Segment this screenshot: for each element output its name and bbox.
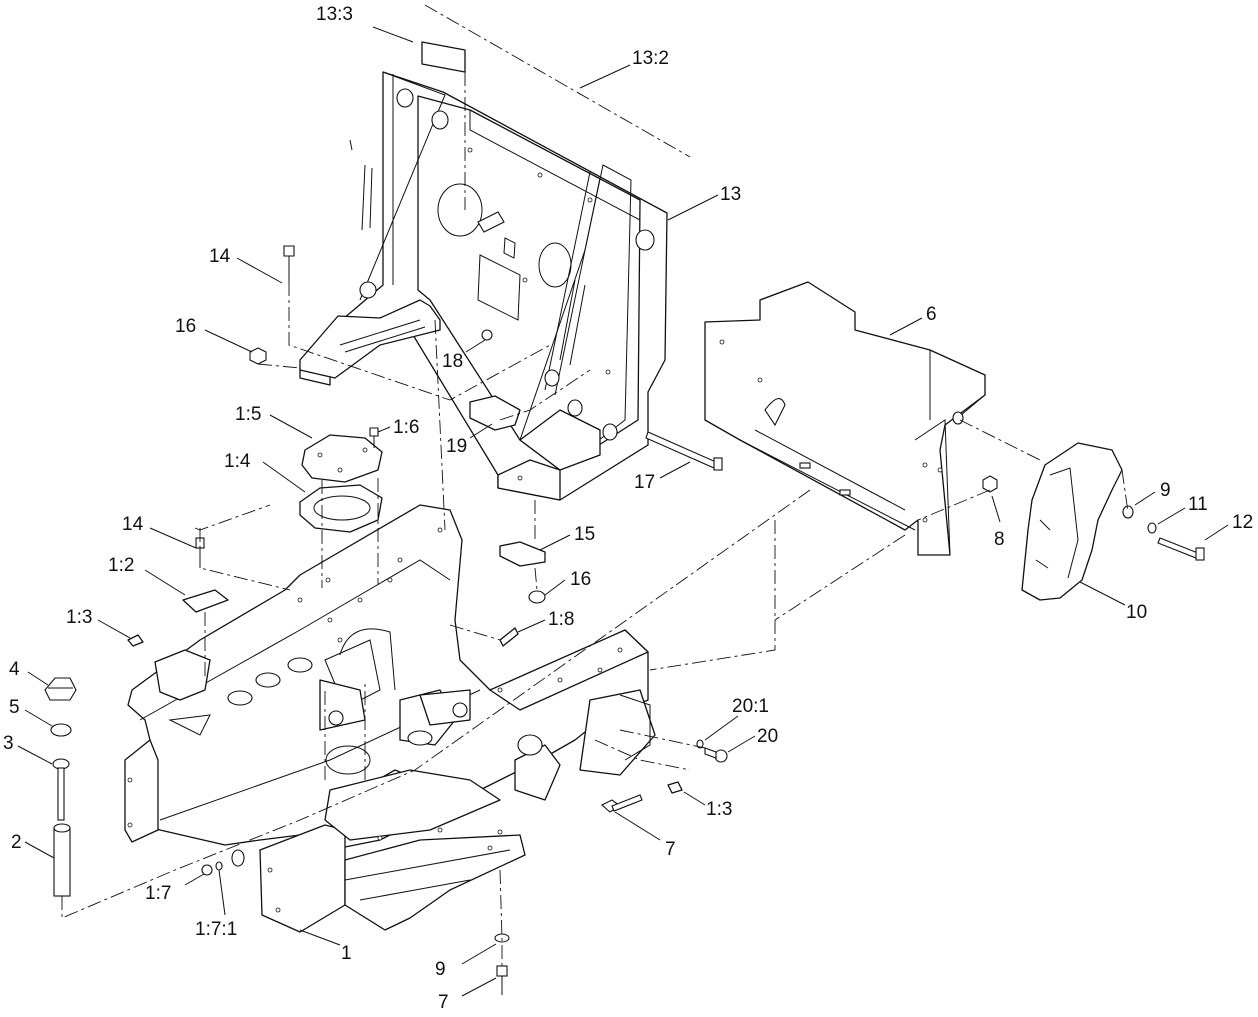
main-frame <box>124 504 656 933</box>
callout-7-bottom: 7 <box>438 992 449 1013</box>
washer-9-right <box>1122 505 1134 519</box>
callout-8: 8 <box>994 529 1005 550</box>
callout-20: 20 <box>757 726 778 747</box>
callout-4: 4 <box>9 659 20 680</box>
side-panel <box>704 281 986 556</box>
callout-1-7-1: 1:7:1 <box>195 919 237 940</box>
assembly-lines <box>61 4 1129 966</box>
nut-18 <box>481 329 493 341</box>
washer-11 <box>1147 522 1157 534</box>
washer-20-1 <box>696 739 704 749</box>
screw-1-6 <box>369 427 379 448</box>
bracket-19 <box>469 395 521 431</box>
callout-14-upper: 14 <box>209 246 231 267</box>
o-ring-5 <box>50 723 72 737</box>
decal-1-3-right <box>667 781 683 794</box>
fitting-1-7-1 <box>215 861 223 871</box>
callout-1-2: 1:2 <box>108 555 134 576</box>
nut-16-lower <box>528 590 546 604</box>
callout-1-3-right: 1:3 <box>706 799 732 820</box>
callout-16-lower: 16 <box>570 569 591 590</box>
bolt-14-upper <box>283 245 295 282</box>
decal-1-2 <box>182 589 229 613</box>
callout-7-right: 7 <box>665 839 676 860</box>
callout-9-right: 9 <box>1160 480 1171 501</box>
callout-1: 1 <box>341 943 352 964</box>
callout-12: 12 <box>1232 512 1253 533</box>
callout-15: 15 <box>574 524 595 545</box>
decal-1-8 <box>499 627 519 647</box>
bolt-12 <box>1157 537 1205 561</box>
leader-lines <box>17 26 1229 997</box>
decal-1-3-left <box>127 634 144 647</box>
callout-13-2: 13:2 <box>632 48 669 69</box>
callout-1-5: 1:5 <box>235 404 261 425</box>
callout-1-7: 1:7 <box>145 883 171 904</box>
bracket-15 <box>499 541 546 567</box>
callout-5: 5 <box>9 697 20 718</box>
callout-3: 3 <box>3 733 14 754</box>
callout-16-upper: 16 <box>175 316 196 337</box>
callout-13-3: 13:3 <box>316 4 353 25</box>
callout-10: 10 <box>1126 602 1147 623</box>
callout-18: 18 <box>442 351 463 372</box>
bolt-7-right <box>601 794 643 813</box>
fitting-1-7 <box>201 864 213 876</box>
cushion-block <box>1021 442 1123 601</box>
gasket-1-4 <box>299 484 383 533</box>
callout-2: 2 <box>11 832 22 853</box>
cap-4 <box>44 677 77 701</box>
nut-8 <box>982 475 998 493</box>
tube-2 <box>53 823 71 897</box>
callout-1-8: 1:8 <box>548 609 574 630</box>
callout-1-6: 1:6 <box>393 417 419 438</box>
callout-14-lower: 14 <box>122 514 144 535</box>
bolt-7-bottom <box>496 965 508 995</box>
callout-1-4: 1:4 <box>224 451 251 472</box>
bolt-17 <box>645 431 723 471</box>
callout-17: 17 <box>634 472 655 493</box>
dipstick-3 <box>52 758 70 821</box>
callout-20-1: 20:1 <box>732 696 769 717</box>
seat-support-tower <box>299 41 668 501</box>
callout-9-bottom: 9 <box>435 959 446 980</box>
callout-labels: 13:3 13:2 13 14 16 18 6 1:5 1:6 1:4 19 1… <box>3 4 1253 1013</box>
callout-6: 6 <box>926 304 937 325</box>
bolt-20 <box>704 747 728 763</box>
callout-11: 11 <box>1188 494 1208 515</box>
callout-19: 19 <box>446 436 467 457</box>
nut-16-upper <box>249 347 267 365</box>
callout-1-3-left: 1:3 <box>66 607 92 628</box>
plate-1-5 <box>301 434 383 483</box>
callout-13: 13 <box>720 184 741 205</box>
